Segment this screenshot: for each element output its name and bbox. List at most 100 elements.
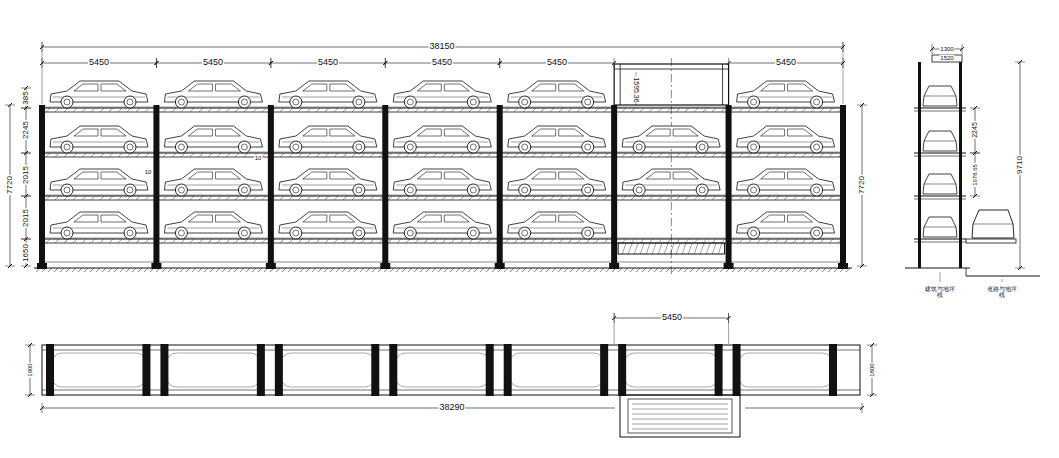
drawing-line — [595, 108, 599, 112]
drawing-line — [658, 196, 662, 200]
dimension-label: 5450 — [88, 58, 110, 67]
frame-member — [160, 344, 168, 396]
drawing-line — [660, 268, 664, 272]
dimension-label: 1678.65 — [972, 163, 978, 187]
drawing-line — [924, 96, 956, 97]
frame-member — [266, 263, 276, 269]
drawing-line — [632, 429, 728, 430]
drawing-line — [294, 268, 298, 272]
dimension-label: 2015 — [22, 165, 30, 185]
drawing-line — [460, 153, 464, 157]
drawing-line — [550, 153, 554, 157]
drawing-line — [702, 268, 706, 272]
drawing-line — [714, 268, 718, 272]
drawing-line — [120, 268, 124, 272]
drawing-line — [46, 196, 50, 200]
drawing-line — [728, 313, 729, 344]
dimension-label: 5450 — [431, 58, 453, 67]
drawing-line — [100, 196, 104, 200]
drawing-line — [397, 108, 401, 112]
drawing-line — [360, 268, 364, 272]
drawing-line — [444, 268, 448, 272]
car-plan-outline — [739, 353, 833, 387]
frame-member — [497, 105, 503, 268]
drawing-line — [91, 239, 95, 243]
drawing-line — [685, 153, 689, 157]
drawing-line — [811, 153, 815, 157]
drawing-line — [652, 243, 656, 254]
drawing-line — [505, 196, 509, 200]
drawing-line — [487, 153, 491, 157]
drawing-line — [118, 108, 122, 112]
drawing-line — [775, 153, 779, 157]
drawing-line — [298, 108, 302, 112]
drawing-line — [180, 268, 184, 272]
drawing-line — [478, 153, 482, 157]
drawing-line — [541, 239, 545, 243]
drawing-line — [42, 408, 615, 409]
drawing-line — [73, 239, 77, 243]
drawing-line — [288, 268, 292, 272]
drawing-line — [802, 239, 806, 243]
drawing-line — [217, 108, 221, 112]
drawing-line — [442, 239, 446, 243]
drawing-line — [64, 153, 68, 157]
drawing-line — [640, 239, 644, 243]
drawing-line — [510, 268, 514, 272]
drawing-line — [802, 108, 806, 112]
drawing-line — [168, 268, 172, 272]
drawing-line — [775, 239, 779, 243]
drawing-line — [696, 268, 700, 272]
drawing-line — [244, 196, 248, 200]
drawing-line — [784, 153, 788, 157]
drawing-line — [397, 239, 401, 243]
drawing-line — [424, 153, 428, 157]
drawing-line — [208, 108, 212, 112]
drawing-line — [766, 108, 770, 112]
drawing-line — [930, 47, 934, 51]
car-symbol — [279, 169, 377, 196]
drawing-line — [552, 268, 556, 272]
frame-member — [628, 399, 732, 433]
dimension-label: 1520 — [939, 55, 954, 61]
drawing-line — [226, 108, 230, 112]
drawing-line — [127, 239, 131, 243]
drawing-line — [190, 239, 194, 243]
drawing-line — [631, 153, 635, 157]
car-plan-outline — [52, 353, 146, 387]
drawing-line — [118, 239, 122, 243]
drawing-line — [316, 196, 320, 200]
frame-member — [609, 263, 619, 269]
drawing-line — [914, 238, 966, 239]
drawing-line — [804, 268, 808, 272]
drawing-line — [469, 153, 473, 157]
frame-member — [932, 55, 962, 62]
drawing-line — [78, 268, 82, 272]
drawing-line — [280, 196, 284, 200]
drawing-line — [514, 239, 518, 243]
frame-member — [142, 344, 150, 396]
drawing-line — [343, 239, 347, 243]
drawing-line — [276, 268, 280, 272]
drawing-line — [172, 239, 176, 243]
car-symbol — [164, 81, 262, 108]
drawing-line — [523, 108, 527, 112]
drawing-line — [678, 268, 682, 272]
drawing-line — [664, 243, 668, 254]
drawing-line — [414, 268, 418, 272]
drawing-line — [352, 196, 356, 200]
drawing-line — [727, 61, 731, 65]
drawing-line — [586, 196, 590, 200]
drawing-line — [388, 108, 392, 112]
drawing-line — [60, 268, 64, 272]
drawing-line — [604, 239, 608, 243]
drawing-line — [914, 199, 966, 200]
drawing-line — [540, 268, 544, 272]
drawing-line — [300, 268, 304, 272]
drawing-line — [649, 108, 653, 112]
drawing-line — [235, 196, 239, 200]
drawing-line — [672, 268, 676, 272]
drawing-line — [973, 194, 977, 198]
frame-member — [966, 239, 1016, 243]
